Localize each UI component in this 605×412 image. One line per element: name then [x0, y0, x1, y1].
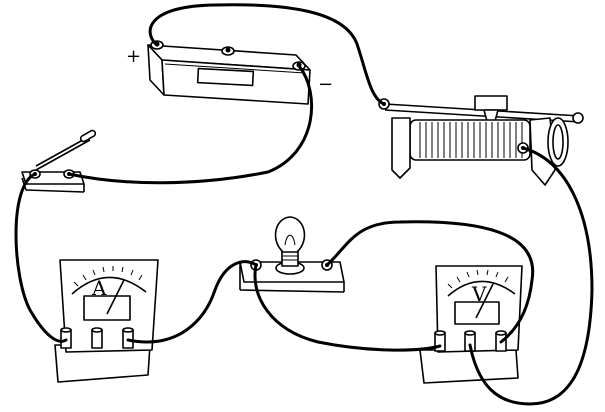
- ammeter-terminal-middle[interactable]: [91, 327, 103, 349]
- wire-battery-negative-to-switch[interactable]: [67, 64, 314, 185]
- battery-middle-terminal: [221, 46, 235, 56]
- switch-blade[interactable]: [35, 129, 97, 171]
- battery-minus-label: −: [318, 74, 333, 95]
- wire-lamp-to-voltmeter[interactable]: [253, 263, 442, 352]
- voltmeter-terminal-middle[interactable]: [464, 330, 476, 352]
- voltmeter: V: [419, 265, 523, 384]
- rheostat: [378, 95, 584, 186]
- wire-ammeter-to-lamp[interactable]: [126, 260, 258, 344]
- ammeter-needle: [106, 279, 125, 315]
- wire-battery-positive-to-rheostat[interactable]: [148, 3, 386, 106]
- voltmeter-terminal-left[interactable]: [434, 330, 446, 352]
- voltmeter-needle: [475, 283, 494, 319]
- knife-switch: [21, 129, 97, 193]
- light-bulb: [239, 216, 345, 293]
- voltmeter-letter: V: [471, 282, 487, 306]
- ammeter-terminal-left[interactable]: [60, 327, 72, 349]
- wire-switch-to-ammeter[interactable]: [14, 172, 68, 343]
- ammeter-terminal-right[interactable]: [122, 327, 134, 349]
- wire-lamp-to-voltmeter-right[interactable]: [325, 220, 535, 344]
- ammeter-letter: A: [91, 276, 107, 300]
- battery-plus-label: +: [126, 46, 141, 67]
- wire-rheostat-to-voltmeter[interactable]: [468, 146, 594, 406]
- wires: [14, 3, 594, 406]
- ammeter: A: [54, 259, 159, 383]
